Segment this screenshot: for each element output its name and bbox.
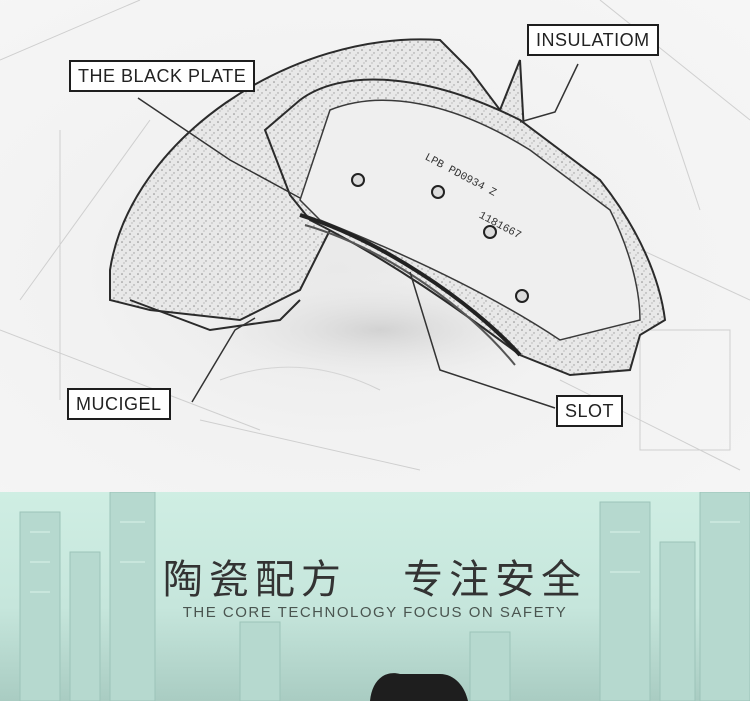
callout-mucigel: MUCIGEL <box>67 388 171 420</box>
callout-insulation: INSULATIOM <box>527 24 659 56</box>
product-diagram-section: LPB PD0934 Z 1181667 THE BLACK PLATE INS… <box>0 0 750 492</box>
safety-banner: 陶瓷配方 专注安全 THE CORE TECHNOLOGY FOCUS ON S… <box>0 492 750 701</box>
car-roof-silhouette <box>370 673 468 701</box>
brake-pad-illustration: LPB PD0934 Z 1181667 <box>0 0 750 471</box>
callout-black-plate: THE BLACK PLATE <box>69 60 256 92</box>
banner-subtitle-en: THE CORE TECHNOLOGY FOCUS ON SAFETY <box>182 604 568 621</box>
callout-slot: SLOT <box>556 395 624 427</box>
city-skyline-background <box>19 492 750 701</box>
banner-title-cn: 陶瓷配方 专注安全 <box>162 557 588 603</box>
